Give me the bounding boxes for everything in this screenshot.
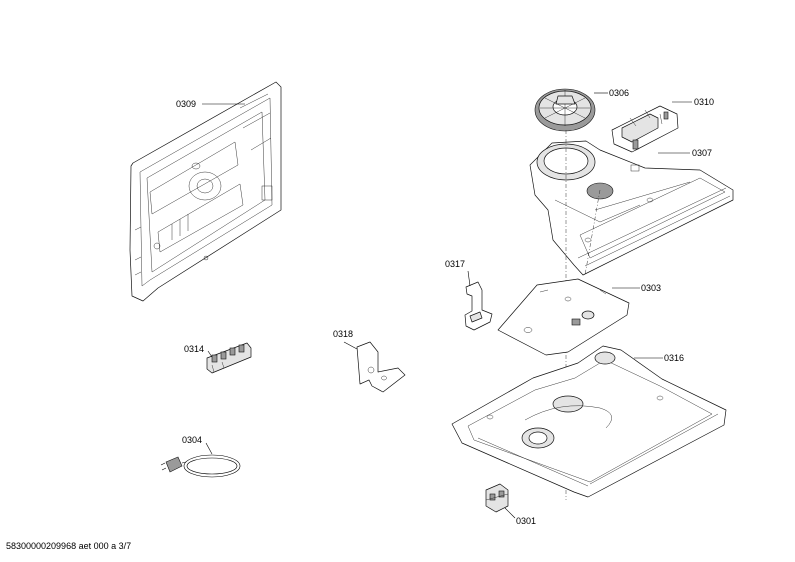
label-0310: 0310 [694,97,714,107]
label-0317: 0317 [445,259,465,269]
label-0306: 0306 [609,88,629,98]
part-0306-fan-wheel[interactable] [534,88,596,132]
part-0304-power-cable[interactable] [160,454,241,478]
part-0309-rear-panel[interactable] [129,81,282,302]
label-0304: 0304 [182,435,202,445]
part-0318-angle-bracket[interactable] [356,341,406,393]
label-0314: 0314 [184,344,204,354]
label-0301: 0301 [516,516,536,526]
part-0314-terminal-block[interactable] [206,342,252,374]
part-0310-motor-bracket[interactable] [611,105,679,153]
part-0303-plate[interactable] [497,278,630,356]
label-0318: 0318 [333,329,353,339]
label-0303: 0303 [641,283,661,293]
label-0316: 0316 [664,353,684,363]
label-0309: 0309 [176,99,196,109]
document-id-footer: 58300000209968 aet 000 a 3/7 [6,541,132,551]
part-0301-switch[interactable] [485,483,509,513]
part-0307-fan-housing[interactable] [529,140,734,276]
part-0316-base-tray[interactable] [451,345,727,498]
part-0317-bracket[interactable] [464,281,493,331]
label-0307: 0307 [692,148,712,158]
